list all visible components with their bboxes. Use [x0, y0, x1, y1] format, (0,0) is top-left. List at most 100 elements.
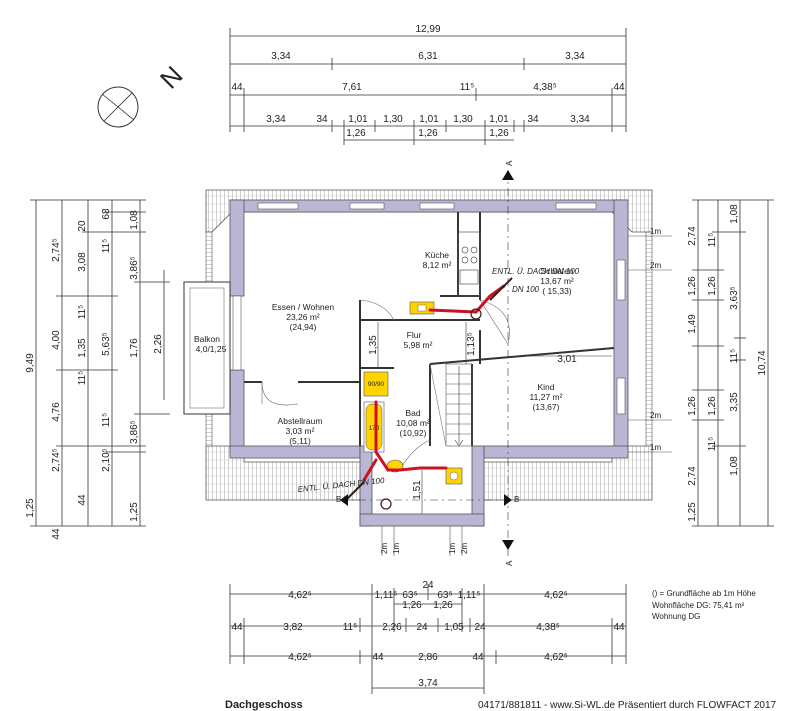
- dim-left-a0: 2,74⁵: [51, 238, 62, 262]
- dim-top-r1-1: 6,31: [418, 51, 438, 62]
- dim-left-d3: 3,86⁵: [129, 420, 140, 444]
- room-bad-area: 10,08 m²: [396, 418, 430, 428]
- dim-right-a2: 1,49: [687, 314, 698, 334]
- dim-bot-r2-0: 44: [231, 622, 243, 633]
- dim-bot-r1b-0: 1,26: [402, 600, 422, 611]
- kitchen-counter: [457, 231, 481, 297]
- dim-top-r3-7: 34: [527, 114, 539, 125]
- dim-bot-r2-4: 24: [416, 622, 428, 633]
- height-1m-b2: 1m: [448, 543, 457, 554]
- vent-stacks: [345, 277, 513, 510]
- room-kind-area1m: (13,67): [533, 402, 560, 412]
- dim-bot-r2-6: 24: [474, 622, 486, 633]
- dim-left-b0: 4,00: [51, 330, 62, 350]
- dim-bot-r2-5: 1,05: [444, 622, 464, 633]
- dimension-labels-left: 9,49 2,74⁵ 3,08 1,35 11⁵ 2,74⁵ 1,25 4,00…: [25, 208, 164, 540]
- dim-top-r3-6: 1,01: [489, 114, 509, 125]
- dim-right-a0: 2,74: [687, 226, 698, 246]
- handwriting-vent-top: ENTL. Ü. DACH DN 100: [492, 267, 580, 276]
- room-essen-name: Essen / Wohnen: [272, 302, 334, 312]
- footer-credit: 04171/881811 - www.Si-WL.de Präsentiert …: [478, 700, 777, 711]
- dim-left-c4: 11⁵: [101, 413, 112, 428]
- interior-dimensions: 1,35 1,51 1,13⁵ 3,01: [368, 322, 612, 514]
- dim-bot-r2-2: 11⁵: [343, 622, 358, 633]
- dim-bot-r3-4: 4,62⁵: [544, 652, 568, 663]
- dim-bot-r1-6: 4,62⁵: [544, 590, 568, 601]
- dim-left-c1: 11⁵: [101, 239, 112, 254]
- room-balkon: Balkon 4,0/1,25: [194, 334, 227, 354]
- room-abstell-area: 3,03 m²: [286, 426, 315, 436]
- room-kind: Kind 11,27 m² (13,67): [530, 382, 563, 412]
- dim-right-d0: 1,25: [687, 502, 698, 522]
- hz-label: 90/90: [368, 381, 385, 388]
- dim-bot-r3-2: 2,86: [418, 652, 438, 663]
- bath-fixtures: 90/90 170: [363, 301, 463, 485]
- room-flur-name: Flur: [407, 330, 422, 340]
- room-schlafen-name: Schlafen: [540, 266, 573, 276]
- dim-bot-r1-0: 4,62⁵: [288, 590, 312, 601]
- dim-int-1: 1,51: [412, 480, 423, 500]
- dim-top-r3-8: 3,34: [570, 114, 590, 125]
- dim-right-c2: 11⁵: [729, 349, 740, 364]
- dim-right-a4: 2,74: [687, 466, 698, 486]
- section-a-bottom: A: [505, 560, 514, 566]
- dim-right-a1: 1,26: [687, 276, 698, 296]
- room-schlafen-area: 13,67 m²: [540, 276, 574, 286]
- dim-left-a5: 1,25: [25, 498, 36, 518]
- dimension-lines-top: [229, 28, 627, 145]
- room-kueche-name: Küche: [425, 250, 449, 260]
- room-essen-area: 23,26 m²: [286, 312, 320, 322]
- section-a-top: A: [505, 160, 514, 166]
- dim-bot-r3-0: 4,62⁵: [288, 652, 312, 663]
- legend-note: () = Grundfläche ab 1m Höhe: [652, 589, 756, 598]
- dim-bot-r2-1: 3,82: [283, 622, 303, 633]
- dim-left-total: 9,49: [25, 353, 36, 373]
- dim-right-c3: 3,35: [729, 392, 740, 412]
- room-abstellraum: Abstellraum 3,03 m² (5,11): [278, 416, 323, 446]
- north-compass-icon: N: [97, 60, 189, 128]
- room-kueche: Küche 8,12 m²: [423, 250, 452, 270]
- dim-bot-r2-3: 2,26: [382, 622, 402, 633]
- dim-left-e1: 2,26: [153, 334, 164, 354]
- section-b-left: B: [336, 495, 341, 504]
- dim-left-a4: 2,74⁵: [51, 448, 62, 472]
- height-2m-b2: 2m: [460, 543, 469, 554]
- handwriting-vent-small: DN 100: [512, 285, 540, 294]
- dim-top-r2-2: 11⁵: [460, 82, 475, 93]
- dim-left-b2: 44: [77, 494, 88, 506]
- room-schlafen-area1m: ( 15,33): [542, 286, 571, 296]
- height-1m-bottom: 1m: [650, 443, 661, 452]
- dim-left-a2: 1,35: [77, 338, 88, 358]
- room-bad: Bad 10,08 m² (10,92): [396, 408, 430, 438]
- height-2m-top: 2m: [650, 261, 661, 270]
- dim-bot-r2-7: 4,38⁵: [536, 622, 560, 633]
- room-schlafen: Schlafen 13,67 m² ( 15,33): [540, 266, 574, 296]
- dim-left-d4: 1,25: [129, 502, 140, 522]
- dim-left-d1: 3,86⁵: [129, 256, 140, 280]
- room-kind-area: 11,27 m²: [530, 392, 563, 402]
- dimension-labels-right: 10,74 2,74 1,26 1,49 1,26 2,74 11⁵ 1,26 …: [687, 204, 768, 522]
- legend-wohnung: Wohnung DG: [652, 612, 700, 621]
- room-abstell-area1m: (5,11): [289, 436, 311, 446]
- dim-left-c6: 44: [51, 528, 62, 540]
- dim-right-a3: 1,26: [687, 396, 698, 416]
- dimension-lines-right: [692, 199, 774, 527]
- dim-bot-r1-2: 63⁵: [402, 590, 417, 601]
- plan-title: Dachgeschoss: [225, 699, 303, 711]
- height-lines: [381, 235, 672, 556]
- room-kueche-area: 8,12 m²: [423, 260, 452, 270]
- tub-label: 170: [369, 425, 380, 432]
- dim-bot-r2-8: 44: [613, 622, 625, 633]
- dim-right-b0: 11⁵: [707, 233, 718, 248]
- dim-left-a3: 11⁵: [77, 371, 88, 386]
- dimension-labels-top: 12,99 3,34 6,31 3,34 44 7,61 11⁵ 4,38⁵ 4…: [231, 24, 625, 139]
- dim-left-c3: 5,63⁵: [101, 332, 112, 356]
- dim-top-r3-2: 1,01: [348, 114, 368, 125]
- dim-left-c0: 20: [77, 220, 88, 232]
- room-abstell-name: Abstellraum: [278, 416, 323, 426]
- dim-int-3: 3,01: [557, 354, 577, 365]
- room-essen-area1m: (24,94): [290, 322, 317, 332]
- dim-left-c2: 11⁵: [77, 305, 88, 320]
- dim-right-total: 10,74: [757, 350, 768, 375]
